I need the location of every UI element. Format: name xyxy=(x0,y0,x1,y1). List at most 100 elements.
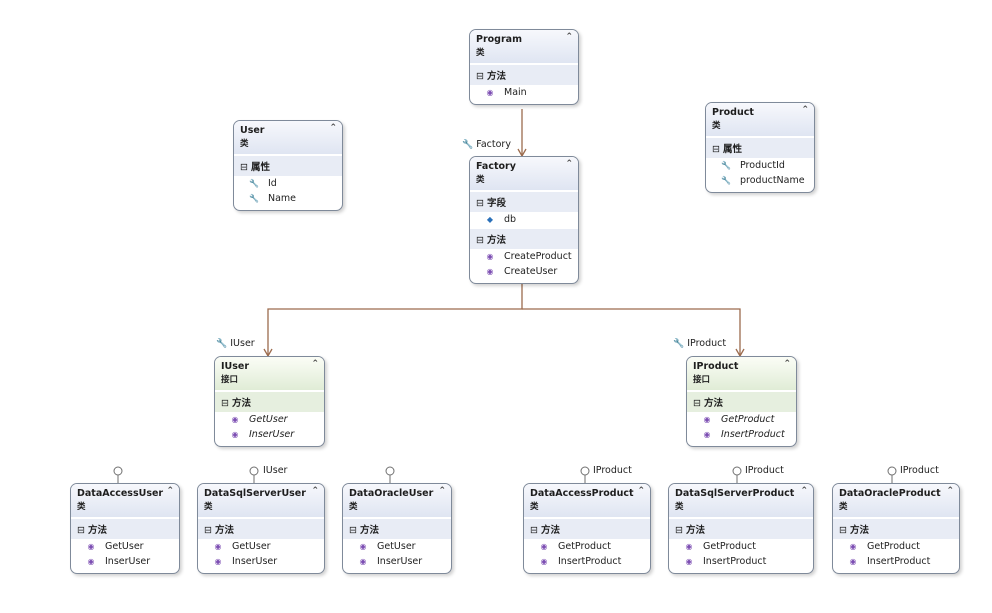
section-header[interactable]: ⊟方法 xyxy=(687,392,796,412)
box-kind: 类 xyxy=(476,48,485,58)
collapse-chevron-icon[interactable]: ⌃ xyxy=(438,486,446,496)
member-row[interactable]: ◉GetProduct xyxy=(669,539,813,554)
section-collapse-icon[interactable]: ⊟ xyxy=(530,525,538,536)
section-collapse-icon[interactable]: ⊟ xyxy=(693,398,701,409)
member-row[interactable]: ◉GetUser xyxy=(198,539,324,554)
collapse-chevron-icon[interactable]: ⌃ xyxy=(329,123,337,133)
box-title: User xyxy=(240,125,265,136)
section-title: 方法 xyxy=(685,525,705,536)
member-name: Id xyxy=(268,178,277,189)
collapse-chevron-icon[interactable]: ⌃ xyxy=(801,105,809,115)
member-row[interactable]: 🔧Id xyxy=(234,176,342,191)
section-collapse-icon[interactable]: ⊟ xyxy=(839,525,847,536)
section-header[interactable]: ⊟方法 xyxy=(524,519,650,539)
collapse-chevron-icon[interactable]: ⌃ xyxy=(311,486,319,496)
member-row[interactable]: 🔧Name xyxy=(234,191,342,206)
section-header[interactable]: ⊟方法 xyxy=(198,519,324,539)
section-collapse-icon[interactable]: ⊟ xyxy=(221,398,229,409)
member-row[interactable]: ◉GetUser xyxy=(343,539,451,554)
member-row[interactable]: ◉GetUser xyxy=(215,412,324,427)
lollipop-dataoracleproduct[interactable] xyxy=(887,466,897,476)
section-collapse-icon[interactable]: ⊟ xyxy=(476,235,484,246)
collapse-chevron-icon[interactable]: ⌃ xyxy=(565,159,573,169)
collapse-chevron-icon[interactable]: ⌃ xyxy=(800,486,808,496)
box-title: Program xyxy=(476,34,522,45)
section-header[interactable]: ⊟方法 xyxy=(343,519,451,539)
box-padding xyxy=(669,569,813,573)
member-row[interactable]: ◉InserUser xyxy=(343,554,451,569)
member-row[interactable]: ◉InserUser xyxy=(215,427,324,442)
section-header[interactable]: ⊟方法 xyxy=(215,392,324,412)
member-name: InsertProduct xyxy=(721,429,785,440)
member-row[interactable]: ◉CreateUser xyxy=(470,264,578,279)
section-header[interactable]: ⊟方法 xyxy=(833,519,959,539)
association-factory-iuser[interactable] xyxy=(267,281,523,356)
section-collapse-icon[interactable]: ⊟ xyxy=(240,162,248,173)
member-name: InserUser xyxy=(105,556,151,567)
lollipop-dataaccessuser[interactable] xyxy=(113,466,123,476)
lollipop-dataaccessproduct[interactable] xyxy=(580,466,590,476)
member-row[interactable]: ◉GetProduct xyxy=(524,539,650,554)
member-row[interactable]: ◉CreateProduct xyxy=(470,249,578,264)
method-icon: ◉ xyxy=(849,542,857,551)
section-header[interactable]: ⊟方法 xyxy=(669,519,813,539)
member-row[interactable]: ◉InsertProduct xyxy=(833,554,959,569)
collapse-chevron-icon[interactable]: ⌃ xyxy=(311,359,319,369)
class-box-program[interactable]: Program 类 ⌃ ⊟方法◉Main xyxy=(469,29,579,105)
collapse-chevron-icon[interactable]: ⌃ xyxy=(565,32,573,42)
lollipop-datasqlserveruser[interactable] xyxy=(249,466,259,476)
section-collapse-icon[interactable]: ⊟ xyxy=(476,71,484,82)
box-kind: 类 xyxy=(712,121,721,131)
section-collapse-icon[interactable]: ⊟ xyxy=(77,525,85,536)
section-collapse-icon[interactable]: ⊟ xyxy=(675,525,683,536)
member-row[interactable]: ◆db xyxy=(470,212,578,227)
member-row[interactable]: 🔧ProductId xyxy=(706,158,814,173)
section-header[interactable]: ⊟方法 xyxy=(470,65,578,85)
method-icon: ◉ xyxy=(214,542,222,551)
section-header[interactable]: ⊟字段 xyxy=(470,192,578,212)
box-title: DataOracleUser xyxy=(349,488,434,499)
lollipop-dataoracleuser[interactable] xyxy=(385,466,395,476)
class-box-data-oracle-user[interactable]: DataOracleUser 类 ⌃ ⊟方法◉GetUser◉InserUser xyxy=(342,483,452,574)
section-header[interactable]: ⊟属性 xyxy=(234,156,342,176)
member-row[interactable]: ◉GetProduct xyxy=(687,412,796,427)
member-row[interactable]: ◉InserUser xyxy=(198,554,324,569)
member-row[interactable]: 🔧productName xyxy=(706,173,814,188)
collapse-chevron-icon[interactable]: ⌃ xyxy=(637,486,645,496)
lollipop-datasqlserverproduct[interactable] xyxy=(732,466,742,476)
collapse-chevron-icon[interactable]: ⌃ xyxy=(783,359,791,369)
association-factory-iproduct[interactable] xyxy=(522,308,741,356)
member-name: CreateUser xyxy=(504,266,558,277)
section-collapse-icon[interactable]: ⊟ xyxy=(204,525,212,536)
member-row[interactable]: ◉GetUser xyxy=(71,539,179,554)
section-collapse-icon[interactable]: ⊟ xyxy=(349,525,357,536)
section-collapse-icon[interactable]: ⊟ xyxy=(476,198,484,209)
section-collapse-icon[interactable]: ⊟ xyxy=(712,144,720,155)
member-row[interactable]: ◉Main xyxy=(470,85,578,100)
member-row[interactable]: ◉InsertProduct xyxy=(687,427,796,442)
section-header[interactable]: ⊟属性 xyxy=(706,138,814,158)
member-name: Main xyxy=(504,87,527,98)
property-icon: 🔧 xyxy=(249,194,259,203)
collapse-chevron-icon[interactable]: ⌃ xyxy=(166,486,174,496)
box-kind: 类 xyxy=(349,502,358,512)
member-row[interactable]: ◉GetProduct xyxy=(833,539,959,554)
member-row[interactable]: ◉InsertProduct xyxy=(669,554,813,569)
section-header[interactable]: ⊟方法 xyxy=(470,229,578,249)
collapse-chevron-icon[interactable]: ⌃ xyxy=(946,486,954,496)
section-header[interactable]: ⊟方法 xyxy=(71,519,179,539)
member-row[interactable]: ◉InserUser xyxy=(71,554,179,569)
member-row[interactable]: ◉InsertProduct xyxy=(524,554,650,569)
